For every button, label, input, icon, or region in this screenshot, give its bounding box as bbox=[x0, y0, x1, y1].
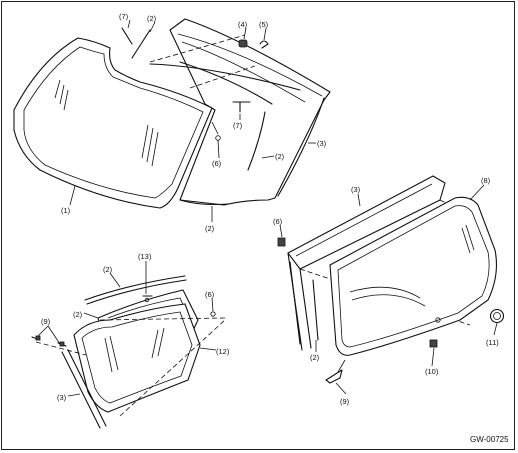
callout-labels: (7) (2) (4) (5) (7) (6) (2) (3) (1) (2) … bbox=[41, 12, 509, 444]
rear-gate-frame bbox=[287, 175, 446, 270]
front-windshield-group bbox=[13, 18, 331, 209]
rear-side-molding bbox=[289, 261, 301, 345]
callout-6-quarter: (6) bbox=[205, 290, 215, 299]
callout-13: (13) bbox=[138, 252, 152, 261]
rear-leader-lines bbox=[279, 184, 498, 395]
callout-11: (11) bbox=[486, 338, 499, 347]
grommet-11 bbox=[489, 308, 505, 324]
callout-8: (8) bbox=[481, 176, 491, 185]
fastener-4 bbox=[238, 39, 248, 48]
windshield-molding-rear bbox=[277, 97, 325, 197]
callout-12: (12) bbox=[216, 347, 230, 356]
windshield-molding-top-right bbox=[179, 61, 273, 105]
pin-6-front bbox=[215, 135, 221, 141]
callout-2-quarter-top: (2) bbox=[103, 265, 113, 274]
clip-7-mid bbox=[232, 101, 251, 113]
windshield-molding-bottom bbox=[179, 199, 229, 206]
callout-7-top: (7) bbox=[119, 12, 129, 21]
front-leader-lines bbox=[69, 19, 316, 222]
callout-9-rear: (9) bbox=[340, 397, 350, 406]
bracket-9-rear bbox=[325, 369, 343, 384]
quarter-rear-molding bbox=[61, 351, 101, 429]
callout-2-quarter: (2) bbox=[73, 310, 83, 319]
callout-2-top: (2) bbox=[147, 14, 157, 23]
clip-7-top bbox=[121, 27, 133, 45]
figure-code: GW-00725 bbox=[470, 435, 509, 444]
windshield-molding-top bbox=[131, 29, 151, 59]
rear-gate-molding bbox=[312, 279, 319, 341]
callout-9-quarter: (9) bbox=[41, 317, 51, 326]
callout-2-rear: (2) bbox=[310, 353, 320, 362]
callout-4: (4) bbox=[238, 20, 248, 29]
quarter-leader-lines bbox=[37, 261, 217, 397]
callout-10: (10) bbox=[425, 367, 439, 376]
callout-6-rear: (6) bbox=[273, 217, 283, 226]
callout-5: (5) bbox=[259, 20, 269, 29]
callout-3-front: (3) bbox=[317, 139, 327, 148]
rear-gate-glass-group bbox=[277, 175, 505, 384]
rear-gate-glass bbox=[329, 196, 497, 356]
quarter-molding-top bbox=[84, 275, 186, 301]
callout-6-front: (6) bbox=[212, 159, 222, 168]
nut-10 bbox=[429, 339, 438, 348]
pin-6-rear bbox=[277, 237, 286, 247]
windshield-molding-side bbox=[247, 111, 266, 171]
fastener-5 bbox=[259, 40, 269, 49]
callout-3-rear: (3) bbox=[351, 185, 361, 194]
windshield-glass bbox=[13, 37, 213, 209]
quarter-glass bbox=[73, 303, 201, 413]
pin-6-quarter bbox=[210, 311, 216, 317]
quarter-window-group bbox=[31, 275, 226, 429]
callout-3-quarter: (3) bbox=[57, 393, 67, 402]
callout-7-mid: (7) bbox=[233, 121, 243, 130]
callout-2-bottom: (2) bbox=[205, 224, 215, 233]
callout-2-side: (2) bbox=[275, 152, 285, 161]
callout-1: (1) bbox=[61, 206, 71, 215]
